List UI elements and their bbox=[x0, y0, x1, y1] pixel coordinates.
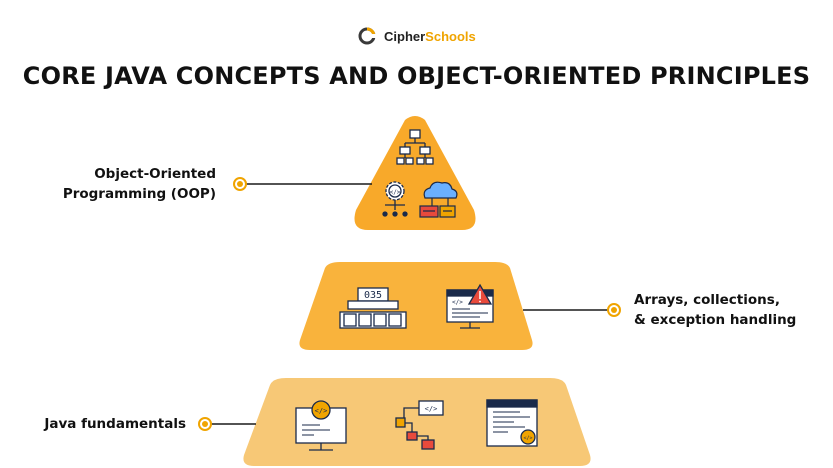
label-oop-line1: Object-Oriented bbox=[94, 166, 216, 182]
svg-text:</>: </> bbox=[315, 407, 328, 415]
gear-code-icon: </> bbox=[382, 181, 408, 217]
svg-text:</>: </> bbox=[425, 405, 438, 413]
label-arrays-line1: Arrays, collections, bbox=[634, 292, 780, 308]
page-title: CORE JAVA CONCEPTS AND OBJECT-ORIENTED P… bbox=[22, 62, 811, 90]
flowchart-icon: </> bbox=[395, 400, 444, 450]
label-fundamentals: Java fundamentals bbox=[44, 416, 186, 432]
svg-text:</>: </> bbox=[452, 299, 463, 306]
label-arrays-line2: & exception handling bbox=[634, 312, 797, 328]
connector-arrays bbox=[523, 303, 621, 317]
brand-name-suffix: Schools bbox=[425, 28, 476, 44]
svg-text:</>: </> bbox=[523, 436, 532, 442]
array-code-text: 035 bbox=[364, 290, 382, 301]
connector-oop bbox=[233, 177, 372, 191]
label-oop-line2: Programming (OOP) bbox=[62, 186, 216, 202]
brand-name-prefix: Cipher bbox=[384, 28, 426, 44]
label-arrays: Arrays, collections, & exception handlin… bbox=[634, 290, 824, 330]
cipherschools-logo-icon bbox=[358, 27, 376, 45]
pyramid-level-arrays bbox=[299, 262, 533, 350]
array-icon: 035 bbox=[339, 287, 407, 329]
code-window-icon: </> bbox=[486, 399, 538, 447]
brand-name: CipherSchools bbox=[384, 29, 476, 44]
connector-fundamentals bbox=[198, 417, 256, 431]
cloud-server-icon bbox=[419, 181, 458, 218]
error-monitor-icon: </> bbox=[446, 283, 494, 329]
hierarchy-icon bbox=[396, 129, 434, 165]
label-oop: Object-Oriented Programming (OOP) bbox=[40, 164, 216, 204]
svg-text:</>: </> bbox=[390, 189, 401, 196]
pyramid-level-oop bbox=[354, 116, 476, 230]
code-monitor-icon: </> bbox=[295, 400, 347, 451]
brand-logo: CipherSchools bbox=[358, 24, 476, 48]
